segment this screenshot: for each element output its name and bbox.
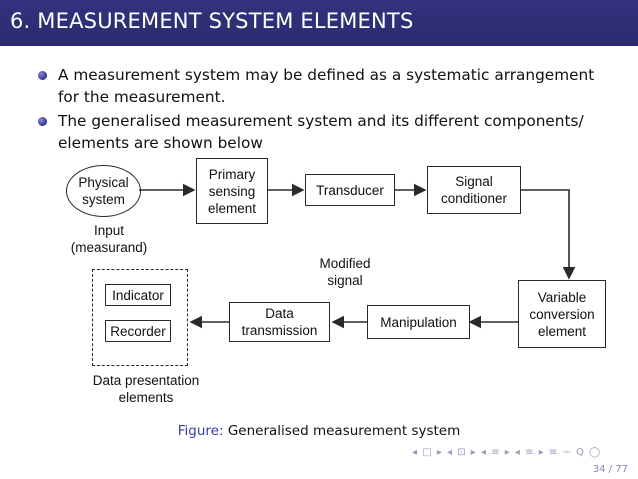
page-number: 34 / 77 xyxy=(592,464,628,475)
diagram-arrows xyxy=(139,183,576,329)
variable-conversion-element-box: Variable conversion element xyxy=(518,280,606,348)
signal-conditioner-box: Signal conditioner xyxy=(427,166,521,214)
figure-caption: Figure: Generalised measurement system xyxy=(0,423,638,439)
primary-sensing-element-box: Primary sensing element xyxy=(196,158,268,224)
data-presentation-label: Data presentation elements xyxy=(92,373,200,405)
transducer-box: Transducer xyxy=(305,174,395,206)
bullet-item: The generalised measurement system and i… xyxy=(34,110,614,154)
recorder-box: Recorder xyxy=(105,320,171,342)
bullet-icon xyxy=(38,117,47,126)
bullet-text: The generalised measurement system and i… xyxy=(58,112,584,152)
beamer-navigation-symbols[interactable]: ◂ □ ▸ ◂ ⊡ ▸ ◂ ≡ ▸ ◂ ≡ ▸ ≡ ∽ Q ◯ xyxy=(412,447,602,458)
bullet-icon xyxy=(38,71,47,80)
data-presentation-group xyxy=(92,269,188,366)
figure-label: Figure: xyxy=(177,423,224,439)
indicator-box: Indicator xyxy=(105,284,171,306)
physical-system-ellipse: Physical system xyxy=(66,165,141,217)
slide-title: 6. MEASUREMENT SYSTEM ELEMENTS xyxy=(10,9,414,33)
input-measurand-label: Input (measurand) xyxy=(70,223,148,255)
measurement-system-diagram: Physical system Input (measurand) Primar… xyxy=(0,150,638,420)
bullet-item: A measurement system may be defined as a… xyxy=(34,64,614,108)
figure-caption-text: Generalised measurement system xyxy=(227,423,461,439)
slide-title-bar: 6. MEASUREMENT SYSTEM ELEMENTS xyxy=(0,0,638,46)
manipulation-box: Manipulation xyxy=(367,305,470,339)
modified-signal-label: Modified signal xyxy=(319,256,371,288)
data-transmission-box: Data transmission xyxy=(229,302,330,342)
arrow-conditioner-to-conversion xyxy=(521,189,576,280)
bullet-text: A measurement system may be defined as a… xyxy=(58,66,595,106)
bullet-list: A measurement system may be defined as a… xyxy=(34,64,614,156)
